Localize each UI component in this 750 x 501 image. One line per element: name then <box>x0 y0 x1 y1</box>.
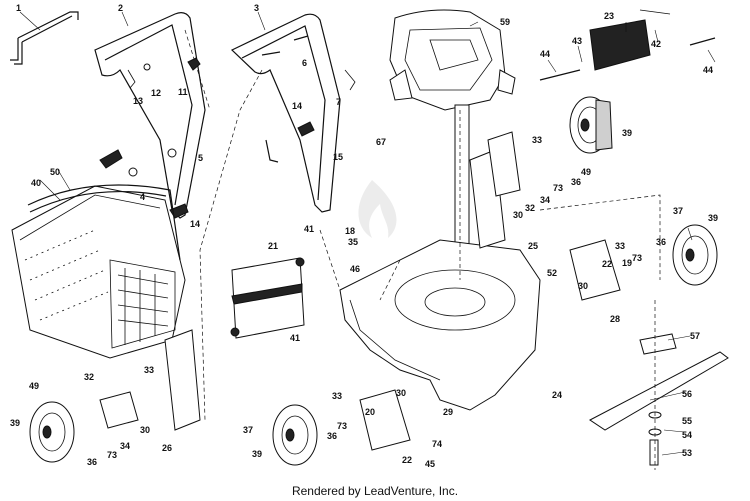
flame-logo-icon <box>358 180 397 238</box>
engine <box>389 9 516 286</box>
callout-c37a: 37 <box>673 206 683 216</box>
callout-c41b: 41 <box>290 333 300 343</box>
callout-c26: 26 <box>162 443 172 453</box>
callout-c23: 23 <box>604 11 614 21</box>
blade <box>589 333 729 466</box>
callout-c36a: 36 <box>571 177 581 187</box>
callout-c1: 1 <box>16 3 21 13</box>
callout-c22a: 22 <box>602 259 612 269</box>
callout-c36c: 36 <box>87 457 97 467</box>
callout-c59: 59 <box>500 17 510 27</box>
callout-c28: 28 <box>610 314 620 324</box>
grass-bag <box>11 184 186 359</box>
callout-c2: 2 <box>118 3 123 13</box>
mower-deck <box>339 239 541 411</box>
callout-c6: 6 <box>302 58 307 68</box>
callout-c34b: 34 <box>120 441 130 451</box>
callout-c30d: 30 <box>396 388 406 398</box>
callout-c73c: 73 <box>107 450 117 460</box>
callout-c13: 13 <box>133 96 143 106</box>
callout-c19: 19 <box>622 258 632 268</box>
callout-c4: 4 <box>140 192 145 202</box>
callout-c14a: 14 <box>190 219 200 229</box>
callout-c40: 40 <box>31 178 41 188</box>
callout-c73a: 73 <box>553 183 563 193</box>
callout-c11: 11 <box>178 87 188 97</box>
callout-c53: 53 <box>682 448 692 458</box>
callout-c36d: 36 <box>327 431 337 441</box>
callout-c33b: 33 <box>615 241 625 251</box>
height-adjusters <box>99 131 621 451</box>
leader-lines <box>19 11 716 456</box>
callout-c42: 42 <box>651 39 661 49</box>
callout-c39d: 39 <box>252 449 262 459</box>
callout-c73d: 73 <box>337 421 347 431</box>
callout-c36b: 36 <box>656 237 666 247</box>
callout-c25: 25 <box>528 241 538 251</box>
callout-c30c: 30 <box>140 425 150 435</box>
callout-c52: 52 <box>547 268 557 278</box>
callout-c21: 21 <box>268 241 278 251</box>
callout-c57: 57 <box>690 331 700 341</box>
callout-c49a: 49 <box>581 167 591 177</box>
callout-c33c: 33 <box>144 365 154 375</box>
callout-c46: 46 <box>350 264 360 274</box>
handle-knobs <box>99 35 356 219</box>
callout-c30b: 30 <box>578 281 588 291</box>
rear-flap-rod <box>230 257 305 339</box>
wheel-right-37 <box>672 224 718 286</box>
handle-lower-3 <box>230 13 341 213</box>
wheel-bottom-37 <box>272 404 318 466</box>
callout-c3: 3 <box>254 3 259 13</box>
callout-c18: 18 <box>345 226 355 236</box>
callout-c7: 7 <box>336 97 341 107</box>
callout-c41a: 41 <box>304 224 314 234</box>
callout-c73b: 73 <box>632 253 642 263</box>
callout-c33d: 33 <box>332 391 342 401</box>
rear-door <box>539 9 716 81</box>
callout-c49b: 49 <box>29 381 39 391</box>
callout-c55: 55 <box>682 416 692 426</box>
callout-c45: 45 <box>425 459 435 469</box>
callout-c15: 15 <box>333 152 343 162</box>
callout-c12: 12 <box>151 88 161 98</box>
callout-c44a: 44 <box>540 49 550 59</box>
callout-c44b: 44 <box>703 65 713 75</box>
callout-c37b: 37 <box>243 425 253 435</box>
callout-labels: 1 2 3 4 5 6 7 11 12 13 14 14 15 18 19 20… <box>10 3 718 469</box>
callout-c20: 20 <box>365 407 375 417</box>
callout-c34a: 34 <box>540 195 550 205</box>
assembly-lines <box>199 69 661 470</box>
callout-c35: 35 <box>348 237 358 247</box>
callout-c32b: 32 <box>84 372 94 382</box>
callout-c39a: 39 <box>622 128 632 138</box>
callout-c43: 43 <box>572 36 582 46</box>
wheel-left-49 <box>29 401 75 463</box>
callout-c67: 67 <box>376 137 386 147</box>
callout-c30a: 30 <box>513 210 523 220</box>
callout-c39b: 39 <box>708 213 718 223</box>
callout-c56: 56 <box>682 389 692 399</box>
callout-c5: 5 <box>198 153 203 163</box>
callout-c24: 24 <box>552 390 562 400</box>
callout-c32a: 32 <box>525 203 535 213</box>
footer-credit: Rendered by LeadVenture, Inc. <box>291 484 459 498</box>
callout-c74: 74 <box>432 439 442 449</box>
callout-c22b: 22 <box>402 455 412 465</box>
callout-c14b: 14 <box>292 101 302 111</box>
upper-handle-bail <box>10 11 79 65</box>
handle-upper-2 <box>94 12 211 219</box>
callout-c54: 54 <box>682 430 692 440</box>
wheel-top-right-49 <box>569 96 613 154</box>
callout-c39c: 39 <box>10 418 20 428</box>
callout-c29: 29 <box>443 407 453 417</box>
callout-c33a: 33 <box>532 135 542 145</box>
callout-c50: 50 <box>50 167 60 177</box>
